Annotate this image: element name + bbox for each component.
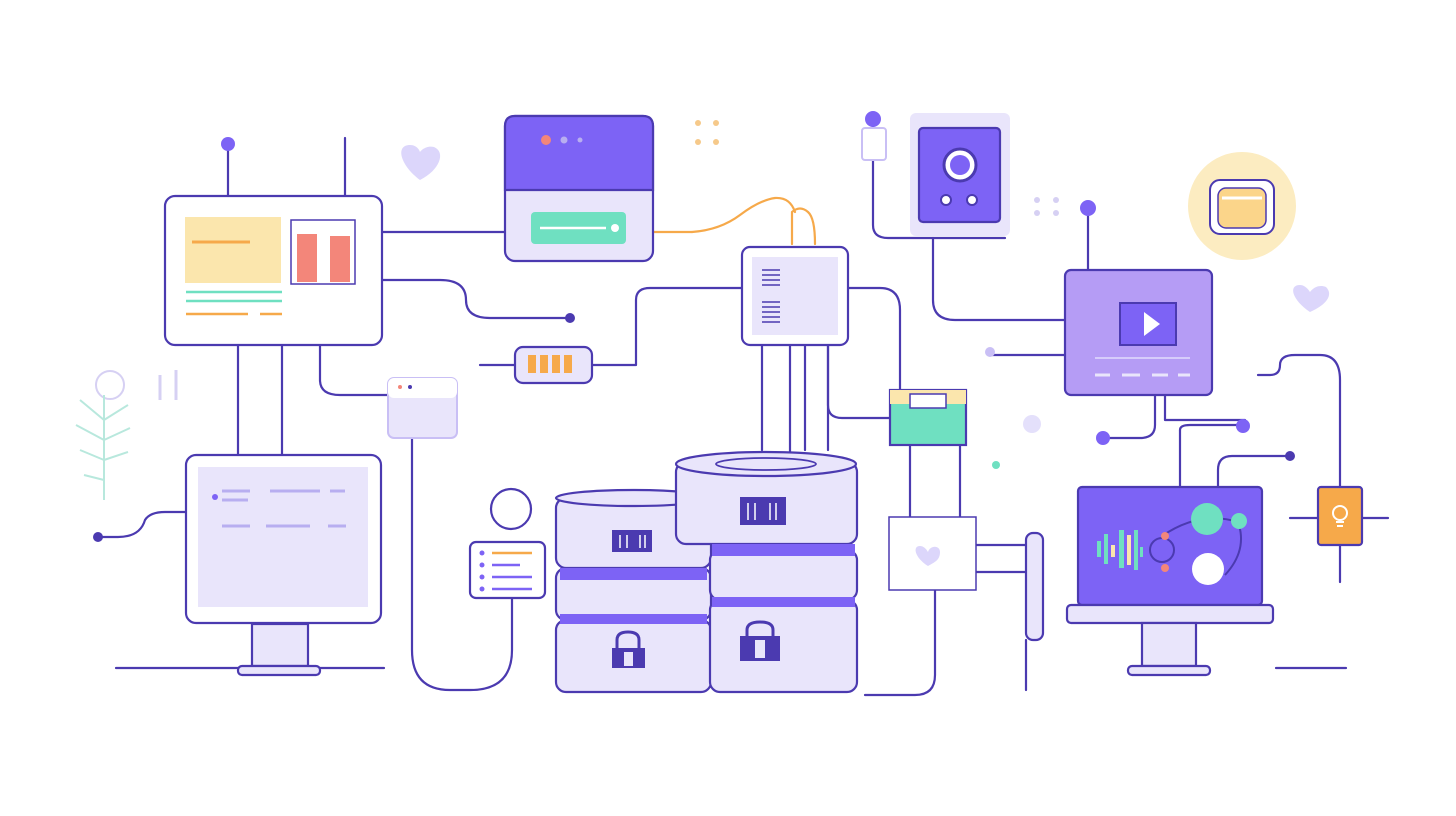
dashboard-monitor-icon bbox=[163, 194, 384, 347]
bubble-decoration bbox=[1023, 415, 1041, 433]
briefcase-badge-icon bbox=[1188, 152, 1296, 260]
heart-icon bbox=[1293, 285, 1330, 312]
lightbulb-icon bbox=[1316, 485, 1364, 547]
server-unit-icon bbox=[503, 114, 655, 263]
folder-icon bbox=[888, 388, 968, 447]
list-card-icon bbox=[468, 540, 547, 600]
ring-node bbox=[489, 487, 533, 531]
router-box-icon bbox=[740, 245, 850, 347]
connection-lines bbox=[96, 124, 1390, 697]
laptop-analytics-icon bbox=[1065, 485, 1275, 677]
network-connector-icon bbox=[513, 345, 594, 385]
plant-icon bbox=[75, 370, 131, 500]
dot-grid-decoration bbox=[695, 120, 719, 145]
speaker-icon bbox=[861, 113, 1010, 236]
database-stack-icon bbox=[554, 450, 859, 694]
video-player-icon bbox=[1063, 268, 1214, 397]
dot-grid-decoration bbox=[1034, 197, 1059, 216]
image-card-icon bbox=[888, 516, 1045, 642]
lock-icon bbox=[740, 620, 780, 661]
desktop-monitor-icon bbox=[184, 453, 383, 677]
bar-chart-glyph bbox=[1097, 530, 1143, 570]
lock-icon bbox=[612, 630, 645, 668]
decorative-bars bbox=[158, 370, 178, 400]
heart-icon bbox=[401, 145, 441, 180]
bubble-decoration bbox=[992, 461, 1000, 469]
node-dots bbox=[93, 111, 1295, 542]
folder-icon bbox=[387, 377, 458, 439]
